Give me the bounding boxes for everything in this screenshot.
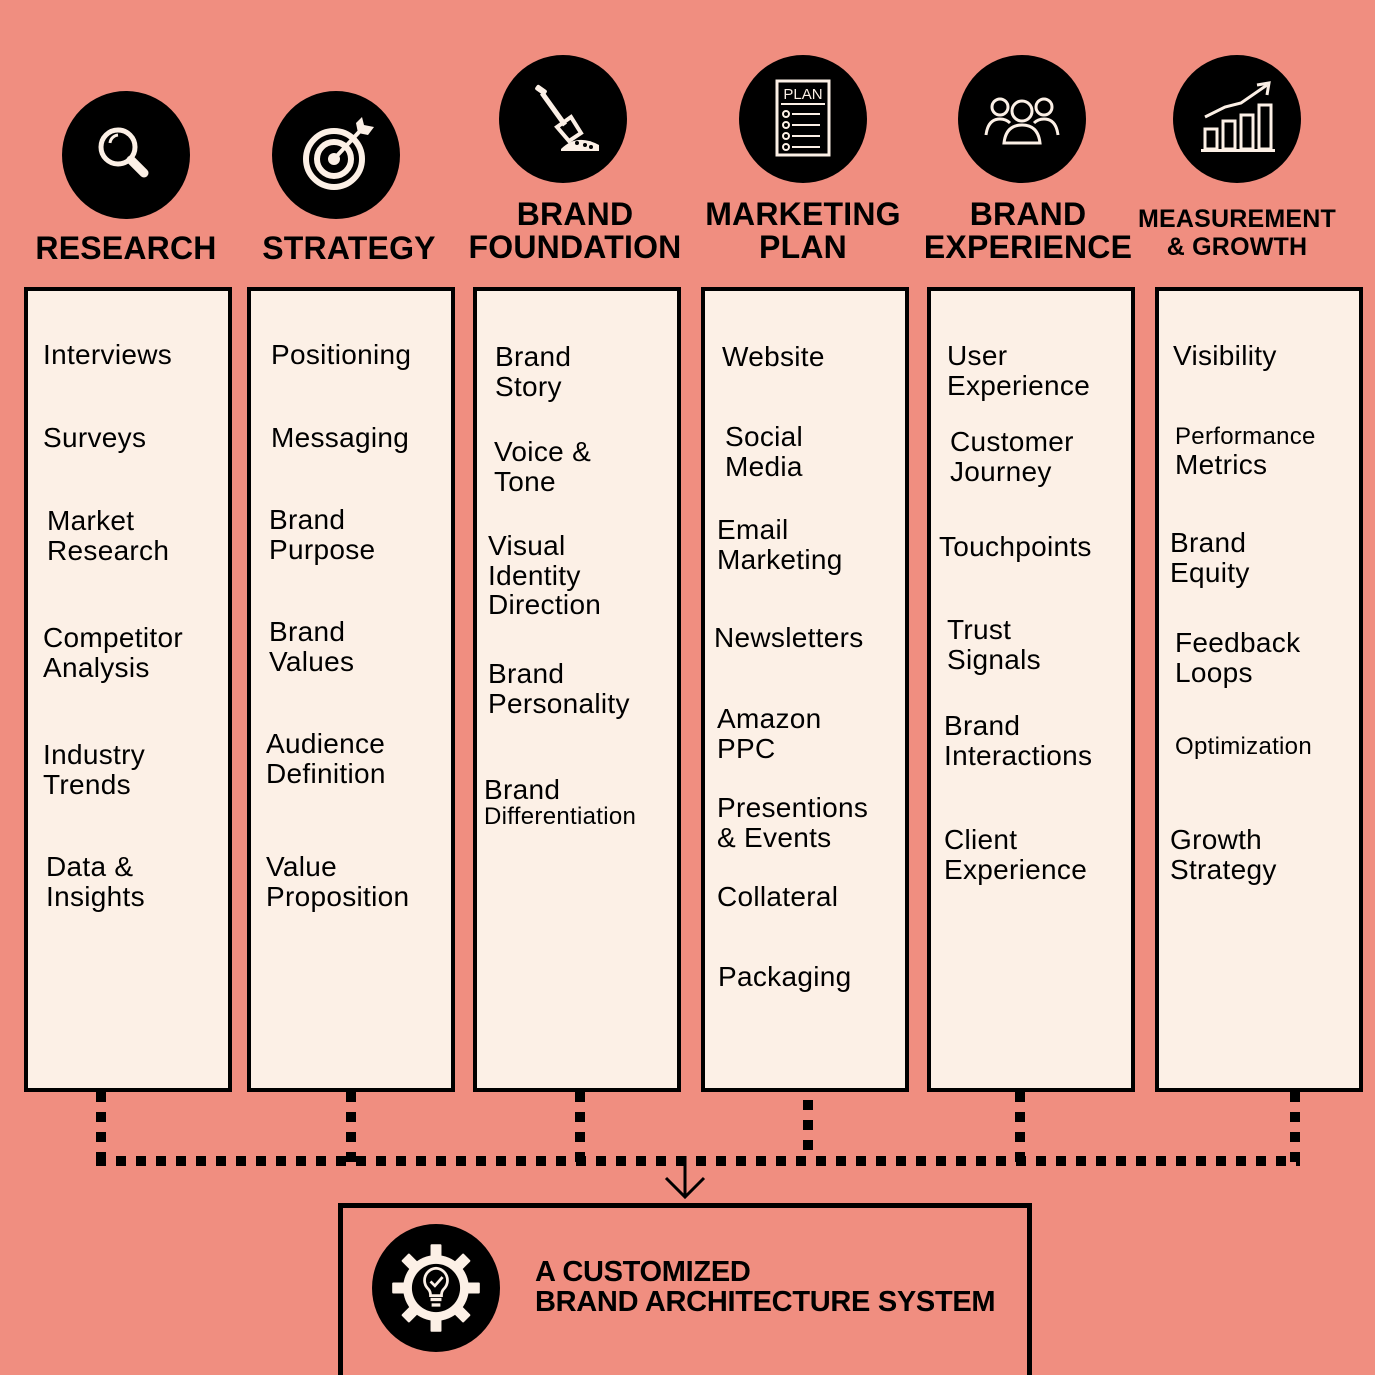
column-box-strategy [247, 287, 455, 1092]
list-item: Presentions & Events [717, 792, 869, 853]
list-item: Interviews [43, 339, 173, 370]
list-item: Industry Trends [43, 739, 145, 800]
list-item: Social Media [725, 421, 804, 482]
list-item: Brand Equity [1170, 527, 1250, 588]
column-title-brand-experience: BRAND EXPERIENCE [923, 196, 1133, 266]
list-item: Brand Purpose [269, 504, 376, 565]
list-item: Packaging [718, 961, 852, 992]
strategy-icon-circle [272, 91, 400, 219]
column-title-measurement-growth: MEASUREMENT & GROWTH [1137, 205, 1337, 261]
plan-icon-label: PLAN [783, 86, 822, 103]
column-box-brand-experience [927, 287, 1135, 1092]
column-title-strategy: STRATEGY [262, 230, 436, 266]
list-item: Feedback Loops [1175, 627, 1301, 688]
list-item: Visibility [1173, 340, 1277, 371]
result-title: A CUSTOMIZED BRAND ARCHITECTURE SYSTEM [535, 1256, 996, 1318]
list-item: Market Research [47, 505, 170, 566]
growth-icon-circle [1173, 55, 1301, 183]
column-title-research: RESEARCH [35, 230, 217, 266]
list-item: Brand Story [495, 341, 572, 402]
list-item: Value Proposition [266, 851, 410, 912]
list-item: Differentiation [484, 803, 637, 830]
result-box [338, 1203, 1032, 1375]
list-item: Client Experience [944, 824, 1088, 885]
list-item: Trust Signals [947, 614, 1041, 675]
gear-lightbulb-icon [392, 1244, 480, 1332]
result-title-line-1: A CUSTOMIZED [535, 1256, 751, 1288]
list-item: Performance [1175, 423, 1316, 450]
list-item: Competitor Analysis [43, 622, 183, 683]
experience-icon-circle [958, 55, 1086, 183]
list-item: Collateral [717, 881, 839, 912]
column-title-marketing-plan: MARKETING PLAN [705, 196, 901, 266]
list-item: Optimization [1175, 733, 1312, 760]
column-box-measurement-growth [1155, 287, 1363, 1092]
column-box-research [24, 287, 232, 1092]
list-item: Amazon PPC [717, 703, 822, 764]
list-item: Messaging [271, 422, 410, 453]
list-item: Website [722, 341, 825, 372]
result-icon-circle [372, 1224, 500, 1352]
list-item: Positioning [271, 339, 412, 370]
target-icon [303, 117, 374, 190]
plan-document-icon: PLAN [775, 79, 831, 157]
column-box-marketing-plan [701, 287, 909, 1092]
result-title-line-2: BRAND ARCHITECTURE SYSTEM [535, 1285, 996, 1318]
list-item: Visual Identity Direction [488, 530, 602, 621]
list-item: Customer Journey [950, 426, 1074, 487]
shovel-icon [535, 84, 599, 151]
list-item: Brand Personality [488, 658, 630, 719]
list-item: Brand [484, 774, 561, 805]
list-item: Touchpoints [939, 531, 1092, 562]
column-title-brand-foundation: BRAND FOUNDATION [468, 196, 682, 266]
list-item: Surveys [43, 422, 147, 453]
column-box-brand-foundation [473, 287, 681, 1092]
list-item: Voice & Tone [494, 436, 592, 497]
magnifier-icon [98, 127, 149, 178]
people-group-icon [984, 97, 1060, 145]
list-item: Audience Definition [266, 728, 386, 789]
list-item: Brand Interactions [944, 710, 1093, 771]
list-item: Metrics [1175, 449, 1268, 480]
list-item: Growth Strategy [1170, 824, 1277, 885]
list-item: Newsletters [714, 622, 864, 653]
research-icon-circle [62, 91, 190, 219]
list-item: Data & Insights [46, 851, 145, 912]
list-item: Brand Values [269, 616, 355, 677]
foundation-icon-circle [499, 55, 627, 183]
list-item: User Experience [947, 340, 1091, 401]
growth-chart-icon [1201, 81, 1275, 152]
marketing-icon-circle: PLAN [739, 55, 867, 183]
list-item: Email Marketing [717, 514, 843, 575]
arrow-down-icon [664, 1176, 706, 1200]
